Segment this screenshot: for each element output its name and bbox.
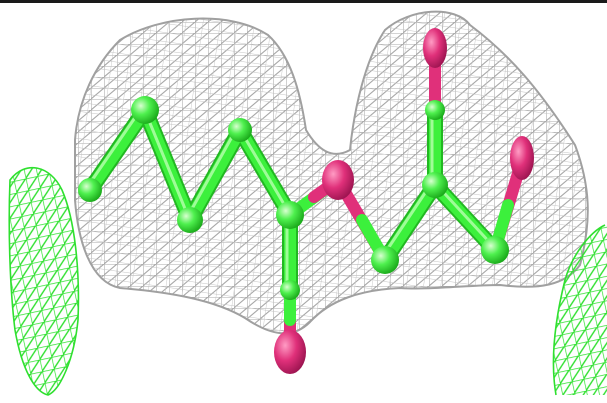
carbon-atom <box>177 207 203 233</box>
oxygen-atom <box>510 136 534 180</box>
oxygen-atoms <box>274 28 534 374</box>
carbon-atom <box>78 178 102 202</box>
left-neighbor-mesh <box>8 166 80 396</box>
carbon-atom <box>425 100 445 120</box>
carbon-atom <box>371 246 399 274</box>
carbon-atoms <box>78 96 509 300</box>
carbon-atom <box>481 236 509 264</box>
carbon-atom <box>228 118 252 142</box>
carbon-atom <box>131 96 159 124</box>
carbon-atom <box>276 201 304 229</box>
oxygen-atom <box>423 28 447 68</box>
oxygen-atom <box>322 160 354 200</box>
top-border <box>0 0 607 3</box>
carbon-atom <box>280 280 300 300</box>
oxygen-atom <box>274 330 306 374</box>
carbon-atom <box>422 172 448 198</box>
